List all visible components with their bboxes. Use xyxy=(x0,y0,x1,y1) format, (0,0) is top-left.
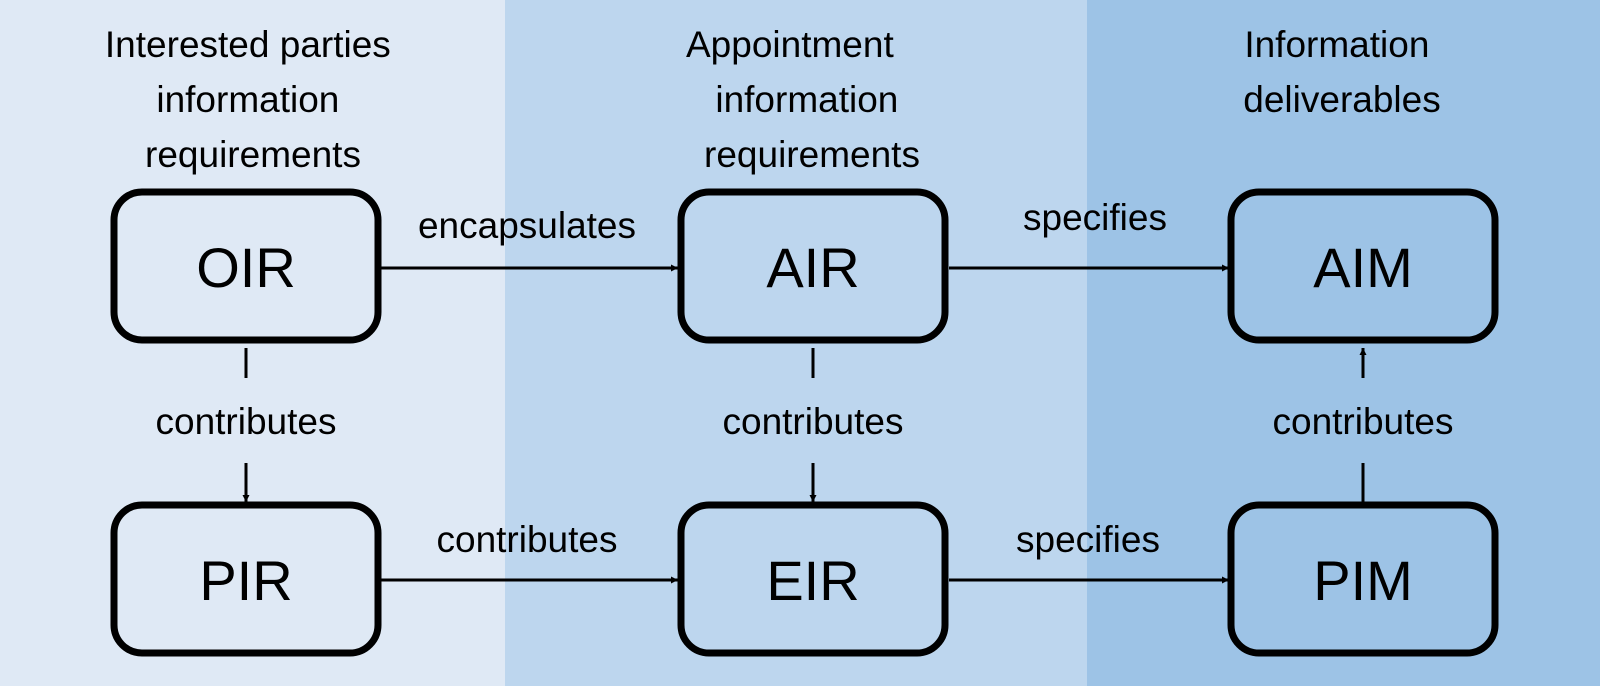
edge-label-eir-pim: specifies xyxy=(1016,519,1160,560)
column-1-title-line-3: requirements xyxy=(145,134,361,175)
column-2-title-line-3: requirements xyxy=(704,134,920,175)
column-1-title-line-1: Interested parties xyxy=(105,24,391,65)
edge-label-pir-eir: contributes xyxy=(437,519,618,560)
node-oir: OIR xyxy=(110,188,382,344)
column-2-title-line-1: Appointment xyxy=(686,24,894,65)
edge-label-air-aim: specifies xyxy=(1023,197,1167,238)
node-pim-label: PIM xyxy=(1313,549,1413,612)
edge-label-pim-aim: contributes xyxy=(1273,401,1454,442)
column-2-title: Appointment information requirements xyxy=(686,24,920,175)
column-1-title: Interested parties information requireme… xyxy=(105,24,401,175)
node-eir: EIR xyxy=(677,501,949,657)
edge-label-oir-air: encapsulates xyxy=(418,205,636,246)
edge-label-air-eir: contributes xyxy=(723,401,904,442)
column-1-title-line-2: information xyxy=(156,79,339,120)
column-3-title: Information deliverables xyxy=(1243,24,1440,120)
node-aim-label: AIM xyxy=(1313,236,1413,299)
node-aim: AIM xyxy=(1227,188,1499,344)
column-2-title-line-2: information xyxy=(715,79,898,120)
node-air-label: AIR xyxy=(766,236,859,299)
node-eir-label: EIR xyxy=(766,549,859,612)
edge-label-oir-pir: contributes xyxy=(156,401,337,442)
column-3-title-line-2: deliverables xyxy=(1243,79,1440,120)
node-pir: PIR xyxy=(110,501,382,657)
node-pim: PIM xyxy=(1227,501,1499,657)
node-pir-label: PIR xyxy=(199,549,292,612)
column-3-title-line-1: Information xyxy=(1244,24,1429,65)
node-oir-label: OIR xyxy=(196,236,296,299)
node-air: AIR xyxy=(677,188,949,344)
